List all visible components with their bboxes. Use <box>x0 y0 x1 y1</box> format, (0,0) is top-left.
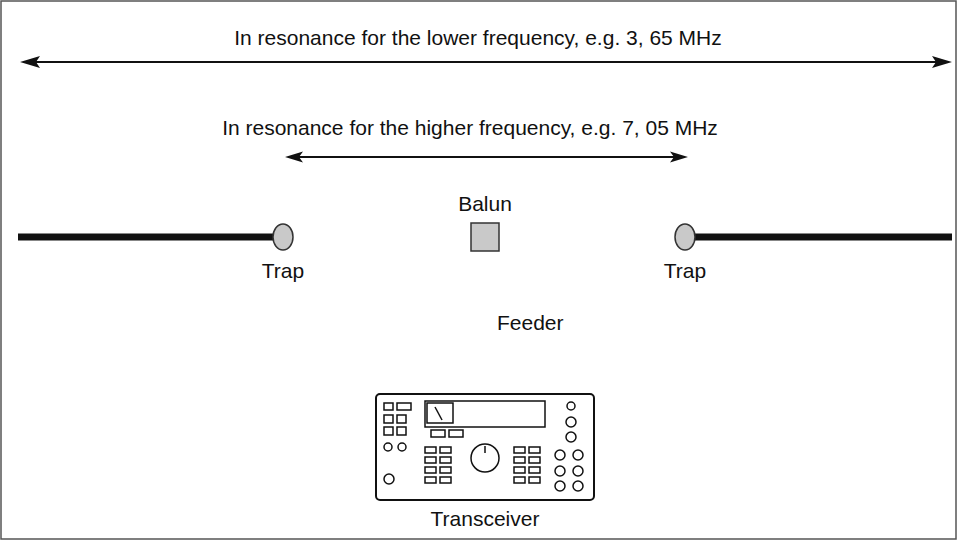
transceiver: Transceiver <box>375 393 595 501</box>
span-arrow <box>285 152 688 163</box>
node-label: Trap <box>262 259 304 283</box>
balun-box-shape <box>470 222 500 252</box>
node-label: Balun <box>458 192 512 216</box>
trap-circle: Trap <box>272 223 294 251</box>
transceiver-shape <box>375 393 595 501</box>
trap-circle-shape <box>674 223 696 251</box>
antenna-wire <box>18 234 274 241</box>
trap-circle-shape <box>272 223 294 251</box>
trap-circle: Trap <box>674 223 696 251</box>
balun-box: Balun <box>470 222 500 252</box>
span-label: In resonance for the lower frequency, e.… <box>234 26 722 50</box>
span-label: In resonance for the higher frequency, e… <box>222 116 718 140</box>
node-label: Transceiver <box>431 507 540 531</box>
edge-label: Feeder <box>497 311 564 335</box>
node-label: Trap <box>664 259 706 283</box>
span-arrow <box>20 56 952 68</box>
antenna-wire <box>694 234 952 241</box>
